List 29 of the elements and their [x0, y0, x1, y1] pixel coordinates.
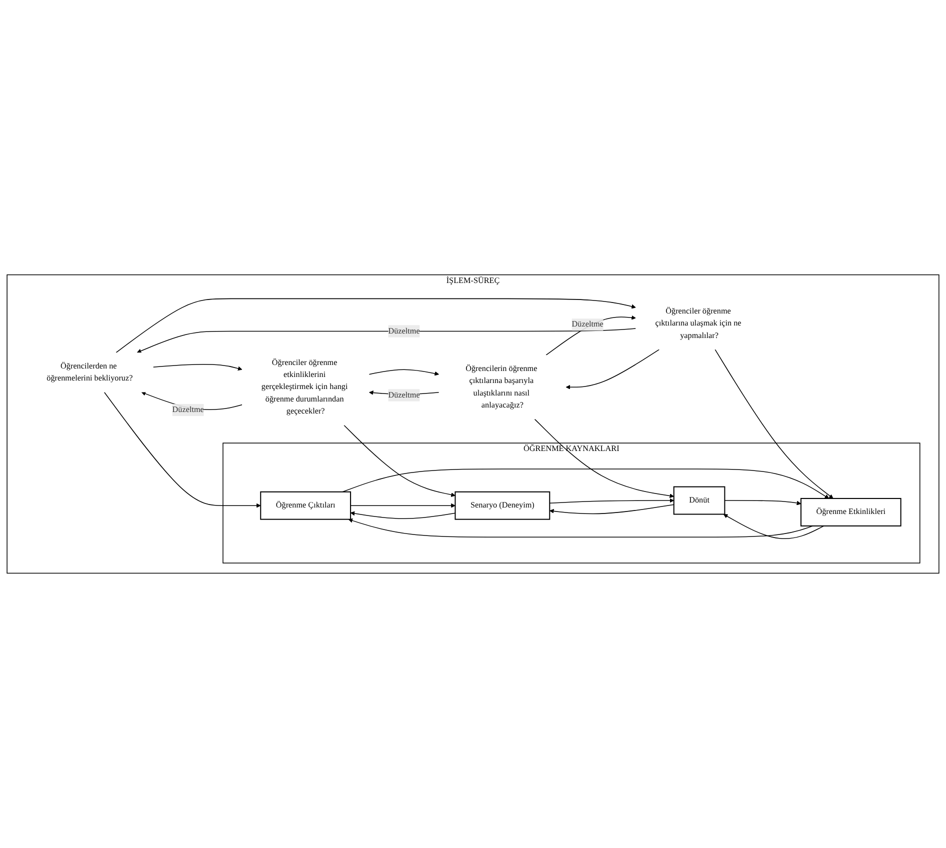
arrow [152, 364, 242, 371]
arrow [724, 500, 802, 506]
edge-label: Düzeltme [172, 405, 204, 414]
arrow [546, 315, 636, 356]
arrow [368, 369, 440, 376]
node-box: Öğrenme Etkinlikleri [800, 498, 902, 526]
edge-label: Düzeltme [388, 390, 420, 400]
node-box: Senaryo (Deneyim) [454, 491, 550, 520]
arrow [342, 468, 830, 499]
node-text: Öğrencilerin öğrenme çıktılarına başarıyla ulaştıklarını nasıl anlayacağız? [466, 364, 538, 410]
node-box: Öğrenme Çıktıları [260, 491, 352, 520]
edge-label: Düzeltme [388, 326, 420, 336]
arrow [549, 498, 674, 504]
arrow [723, 514, 824, 540]
node-text: Öğrenciler öğrenme çıktılarına ulaşmak için ne yapmalılar? [655, 306, 742, 340]
arrow [350, 511, 456, 519]
arrow [348, 518, 814, 538]
arrow [566, 349, 660, 390]
arrow [714, 349, 834, 499]
arrow [136, 328, 636, 354]
arrow [534, 418, 674, 498]
edge-label: Düzeltme [572, 320, 604, 329]
node-box: Dönüt [673, 486, 726, 515]
node-text: Öğrencilerden ne öğrenmelerini bekliyoruz? [46, 362, 133, 383]
arrow [350, 503, 456, 508]
arrow [549, 504, 674, 514]
arrow [344, 424, 456, 497]
arrow [116, 298, 636, 353]
node-text: Öğrenciler öğrenme etkinliklerini gerçekleştirmek için hangi öğrenme durumlarından geçecekler? [261, 358, 348, 416]
